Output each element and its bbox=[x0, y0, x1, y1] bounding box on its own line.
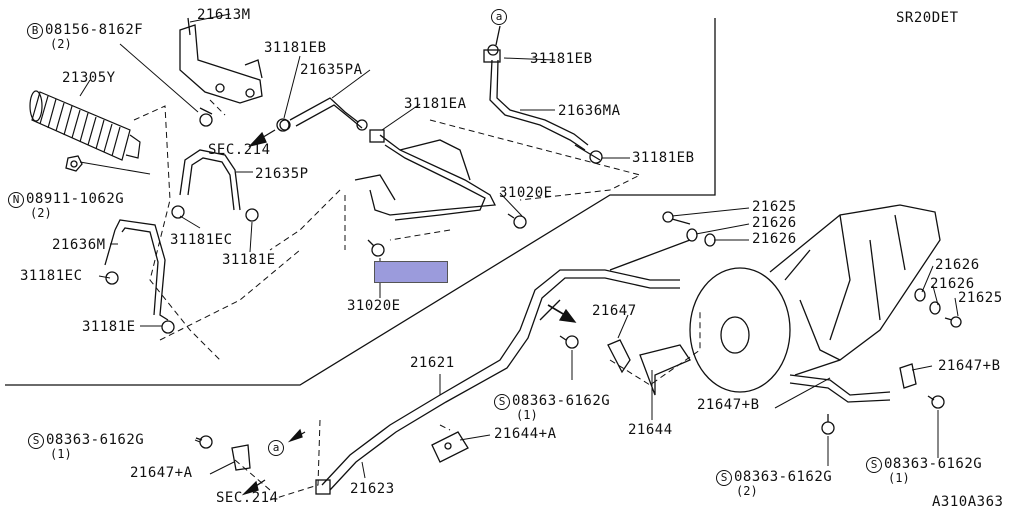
bracket-21613m bbox=[179, 17, 263, 104]
qty-08363-c: (2) bbox=[736, 484, 758, 498]
hose-21636m bbox=[104, 219, 169, 321]
callout-21626-c[interactable]: 21626 bbox=[935, 257, 980, 273]
clamp-31181eb-b bbox=[487, 44, 499, 56]
washer-21626-a bbox=[686, 228, 698, 242]
hose-21635pa bbox=[279, 97, 368, 131]
dashed-guides-upper bbox=[133, 99, 642, 361]
callout-21613m[interactable]: 21613M bbox=[197, 7, 251, 23]
cooler-pipes bbox=[354, 129, 497, 221]
bolt-21625-b bbox=[944, 316, 962, 328]
callout-21621[interactable]: 21621 bbox=[410, 355, 455, 371]
qty-08363-d: (1) bbox=[888, 471, 910, 485]
transmission bbox=[689, 204, 941, 393]
washer-21626-c bbox=[914, 288, 926, 302]
bolt-08363-c bbox=[821, 414, 835, 435]
ref-a-leader bbox=[495, 25, 501, 46]
callout-31181e-a[interactable]: 31181E bbox=[222, 252, 276, 268]
clamp-31181ec-a bbox=[171, 205, 185, 219]
washer-21626-b bbox=[704, 233, 716, 247]
bracket-21644 bbox=[639, 344, 691, 396]
callout-08156[interactable]: 08156-8162F bbox=[45, 22, 144, 38]
callout-21626-d[interactable]: 21626 bbox=[930, 276, 975, 292]
callout-31181eb-b[interactable]: 31181EB bbox=[530, 51, 593, 67]
callout-21636m[interactable]: 21636M bbox=[52, 237, 106, 253]
leader-lines bbox=[79, 13, 959, 479]
bolt-08156 bbox=[199, 107, 213, 127]
callout-08363-a[interactable]: 08363-6162G bbox=[512, 393, 611, 409]
pipe-21623 bbox=[539, 239, 691, 321]
bracket-21644a bbox=[431, 431, 469, 463]
qty-08156: (2) bbox=[50, 37, 72, 51]
prefix-n-circle: N bbox=[8, 192, 24, 208]
callout-21647b-a[interactable]: 21647+B bbox=[697, 397, 760, 413]
ref-a-circle-upper: a bbox=[491, 9, 507, 25]
ref-a-circle-lower: a bbox=[268, 440, 284, 456]
bolt-31020e-a bbox=[507, 213, 527, 229]
callout-21626-b[interactable]: 21626 bbox=[752, 231, 797, 247]
clamp-31181e-b bbox=[161, 320, 175, 334]
callout-31181ea[interactable]: 31181EA bbox=[404, 96, 467, 112]
qty-08363-b: (1) bbox=[50, 447, 72, 461]
callout-21644[interactable]: 21644 bbox=[628, 422, 673, 438]
callout-08363-c[interactable]: 08363-6162G bbox=[734, 469, 833, 485]
callout-21647[interactable]: 21647 bbox=[592, 303, 637, 319]
prefix-s-circle-a: S bbox=[494, 394, 510, 410]
pipe-21621 bbox=[315, 269, 680, 495]
callout-21644a[interactable]: 21644+A bbox=[494, 426, 557, 442]
callout-21625-b[interactable]: 21625 bbox=[958, 290, 1003, 306]
clamp-31181eb-a bbox=[276, 118, 290, 132]
engine-label: SR20DET bbox=[896, 10, 959, 26]
bracket-21647b bbox=[899, 363, 917, 389]
bracket-21647 bbox=[607, 339, 631, 374]
prefix-s-circle-b: S bbox=[28, 433, 44, 449]
prefix-b-circle: B bbox=[27, 23, 43, 39]
oil-cooler bbox=[29, 90, 141, 161]
washer-21626-d bbox=[929, 301, 941, 315]
diagram-id: A310A363 bbox=[932, 494, 1004, 510]
clamp-31181ec-b bbox=[105, 271, 119, 285]
hose-21636ma bbox=[483, 49, 601, 161]
bolt-08363-b bbox=[195, 435, 213, 449]
bolt-08363-a bbox=[559, 335, 579, 349]
pipe-right bbox=[789, 374, 891, 403]
callout-31181e-b[interactable]: 31181E bbox=[82, 319, 136, 335]
callout-31181eb-c[interactable]: 31181EB bbox=[632, 150, 695, 166]
clamp-31181e-a bbox=[245, 208, 259, 222]
callout-21625-a[interactable]: 21625 bbox=[752, 199, 797, 215]
callout-21305y[interactable]: 21305Y bbox=[62, 70, 116, 86]
callout-21647b-b[interactable]: 21647+B bbox=[938, 358, 1001, 374]
section-boundary-line bbox=[5, 18, 716, 386]
callout-31020e-a[interactable]: 31020E bbox=[499, 185, 553, 201]
highlight-box[interactable] bbox=[374, 261, 448, 283]
section-label-upper[interactable]: SEC.214 bbox=[208, 142, 271, 158]
callout-08911[interactable]: 08911-1062G bbox=[26, 191, 125, 207]
section-label-lower[interactable]: SEC.214 bbox=[216, 490, 279, 506]
callout-31181eb-a[interactable]: 31181EB bbox=[264, 40, 327, 56]
prefix-s-circle-c: S bbox=[716, 470, 732, 486]
bolt-21625-a bbox=[662, 211, 691, 225]
callout-21635pa[interactable]: 21635PA bbox=[300, 62, 363, 78]
callout-08363-d[interactable]: 08363-6162G bbox=[884, 456, 983, 472]
bracket-21647a bbox=[231, 444, 251, 471]
callout-31181ec-a[interactable]: 31181EC bbox=[170, 232, 233, 248]
callout-08363-b[interactable]: 08363-6162G bbox=[46, 432, 145, 448]
qty-08363-a: (1) bbox=[516, 408, 538, 422]
callout-21635p[interactable]: 21635P bbox=[255, 166, 309, 182]
bolt-31020e-b bbox=[367, 239, 385, 257]
callout-21623[interactable]: 21623 bbox=[350, 481, 395, 497]
callout-31020e-b[interactable]: 31020E bbox=[347, 298, 401, 314]
callout-21626-a[interactable]: 21626 bbox=[752, 215, 797, 231]
nut-08911 bbox=[65, 155, 83, 172]
dashed-guides-lower bbox=[234, 310, 701, 501]
callout-31181ec-b[interactable]: 31181EC bbox=[20, 268, 83, 284]
prefix-s-circle-d: S bbox=[866, 457, 882, 473]
callout-21636ma[interactable]: 21636MA bbox=[558, 103, 621, 119]
qty-08911: (2) bbox=[30, 206, 52, 220]
bolt-08363-d bbox=[927, 395, 945, 409]
hose-21635p bbox=[179, 149, 241, 211]
callout-21647a[interactable]: 21647+A bbox=[130, 465, 193, 481]
